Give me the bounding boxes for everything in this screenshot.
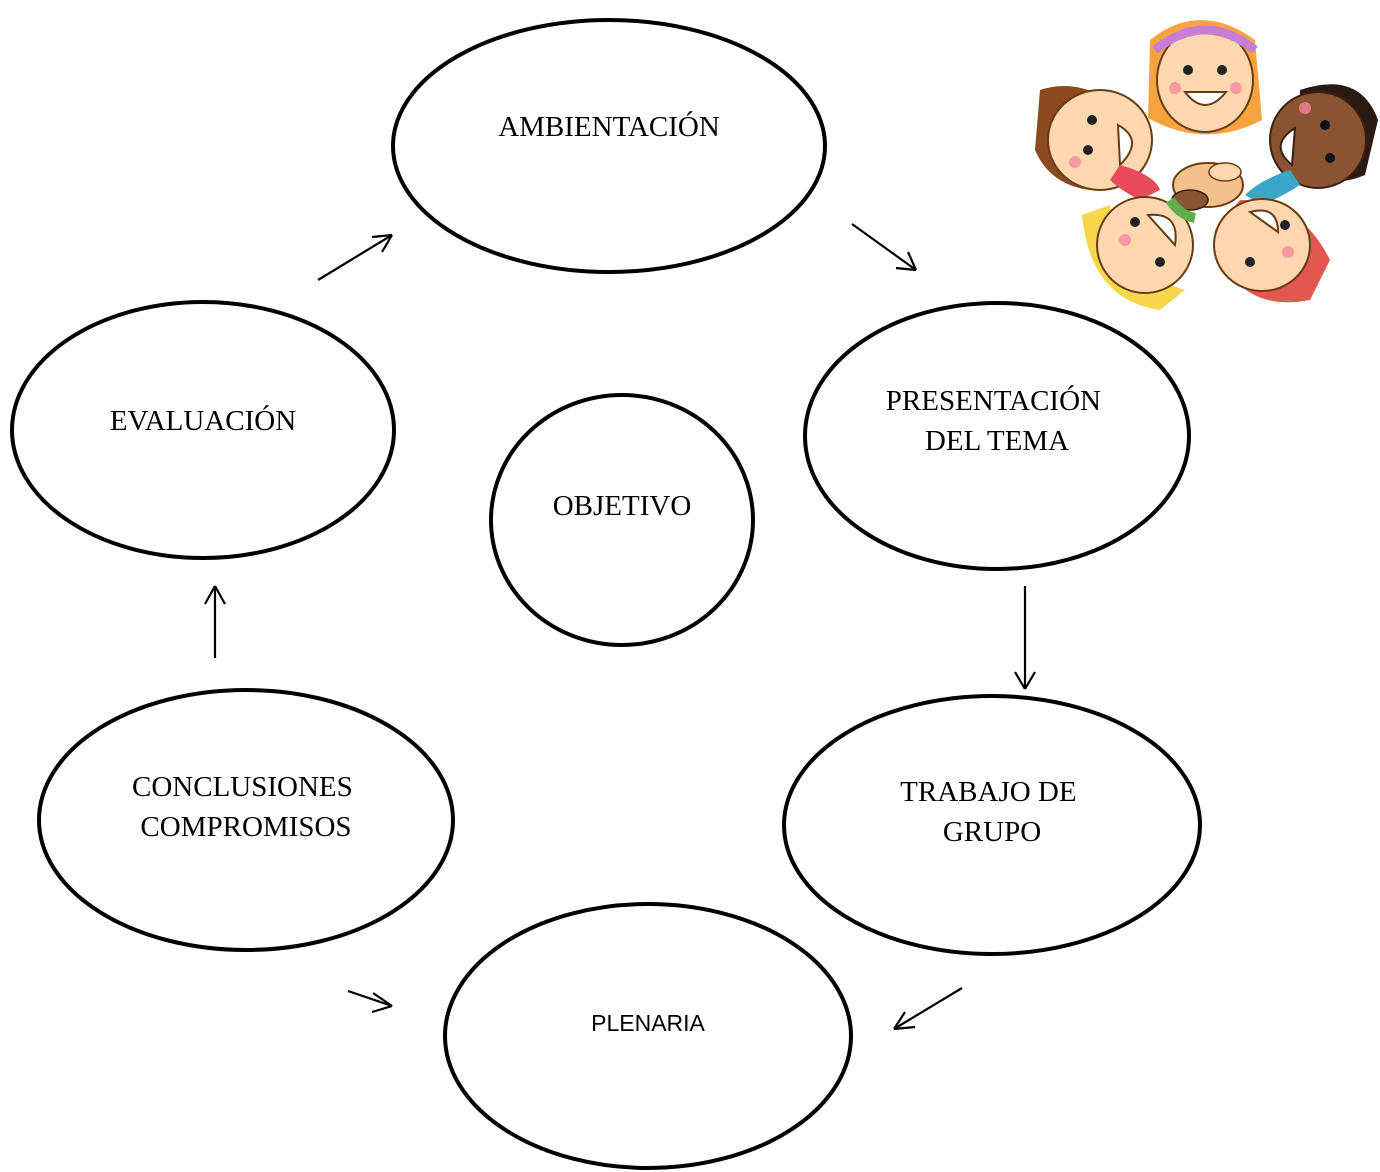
- node-presentacion-label: PRESENTACIÓN DEL TEMA: [886, 384, 1108, 457]
- child-left: [1035, 86, 1160, 200]
- node-ambientacion-label: AMBIENTACIÓN: [498, 110, 720, 143]
- node-presentacion: PRESENTACIÓN DEL TEMA: [803, 301, 1191, 571]
- node-evaluacion: EVALUACIÓN: [10, 300, 396, 560]
- arrow-trabajo-to-plenaria: [893, 987, 963, 1031]
- arrow-presentacion-to-trabajo: [1014, 586, 1036, 690]
- arrow-evaluacion-to-ambientacion: [317, 233, 393, 281]
- node-evaluacion-label: EVALUACIÓN: [110, 404, 296, 437]
- node-trabajo-label: TRABAJO DE GRUPO: [900, 776, 1084, 848]
- node-trabajo: TRABAJO DE GRUPO: [782, 694, 1202, 956]
- node-plenaria: PLENARIA: [443, 902, 853, 1170]
- children-circle-illustration: [1035, 20, 1378, 310]
- node-conclusiones-label: CONCLUSIONES COMPROMISOS: [132, 771, 360, 843]
- node-objetivo: OBJETIVO: [489, 393, 755, 647]
- arrows: [204, 223, 1036, 1031]
- node-objetivo-label: OBJETIVO: [553, 490, 692, 522]
- node-plenaria-label: PLENARIA: [591, 1010, 705, 1036]
- child-right: [1245, 84, 1378, 205]
- node-conclusiones: CONCLUSIONES COMPROMISOS: [37, 688, 455, 952]
- child-bottom-left: [1082, 196, 1194, 310]
- arrow-conclusiones-to-evaluacion: [204, 585, 226, 658]
- node-ambientacion: AMBIENTACIÓN: [391, 18, 827, 274]
- arrow-conclusiones-to-plenaria: [347, 989, 393, 1014]
- arrow-ambientacion-to-presentacion: [851, 223, 918, 272]
- child-bottom-right: [1213, 198, 1330, 303]
- child-top: [1148, 20, 1262, 135]
- hands-together: [1165, 162, 1244, 223]
